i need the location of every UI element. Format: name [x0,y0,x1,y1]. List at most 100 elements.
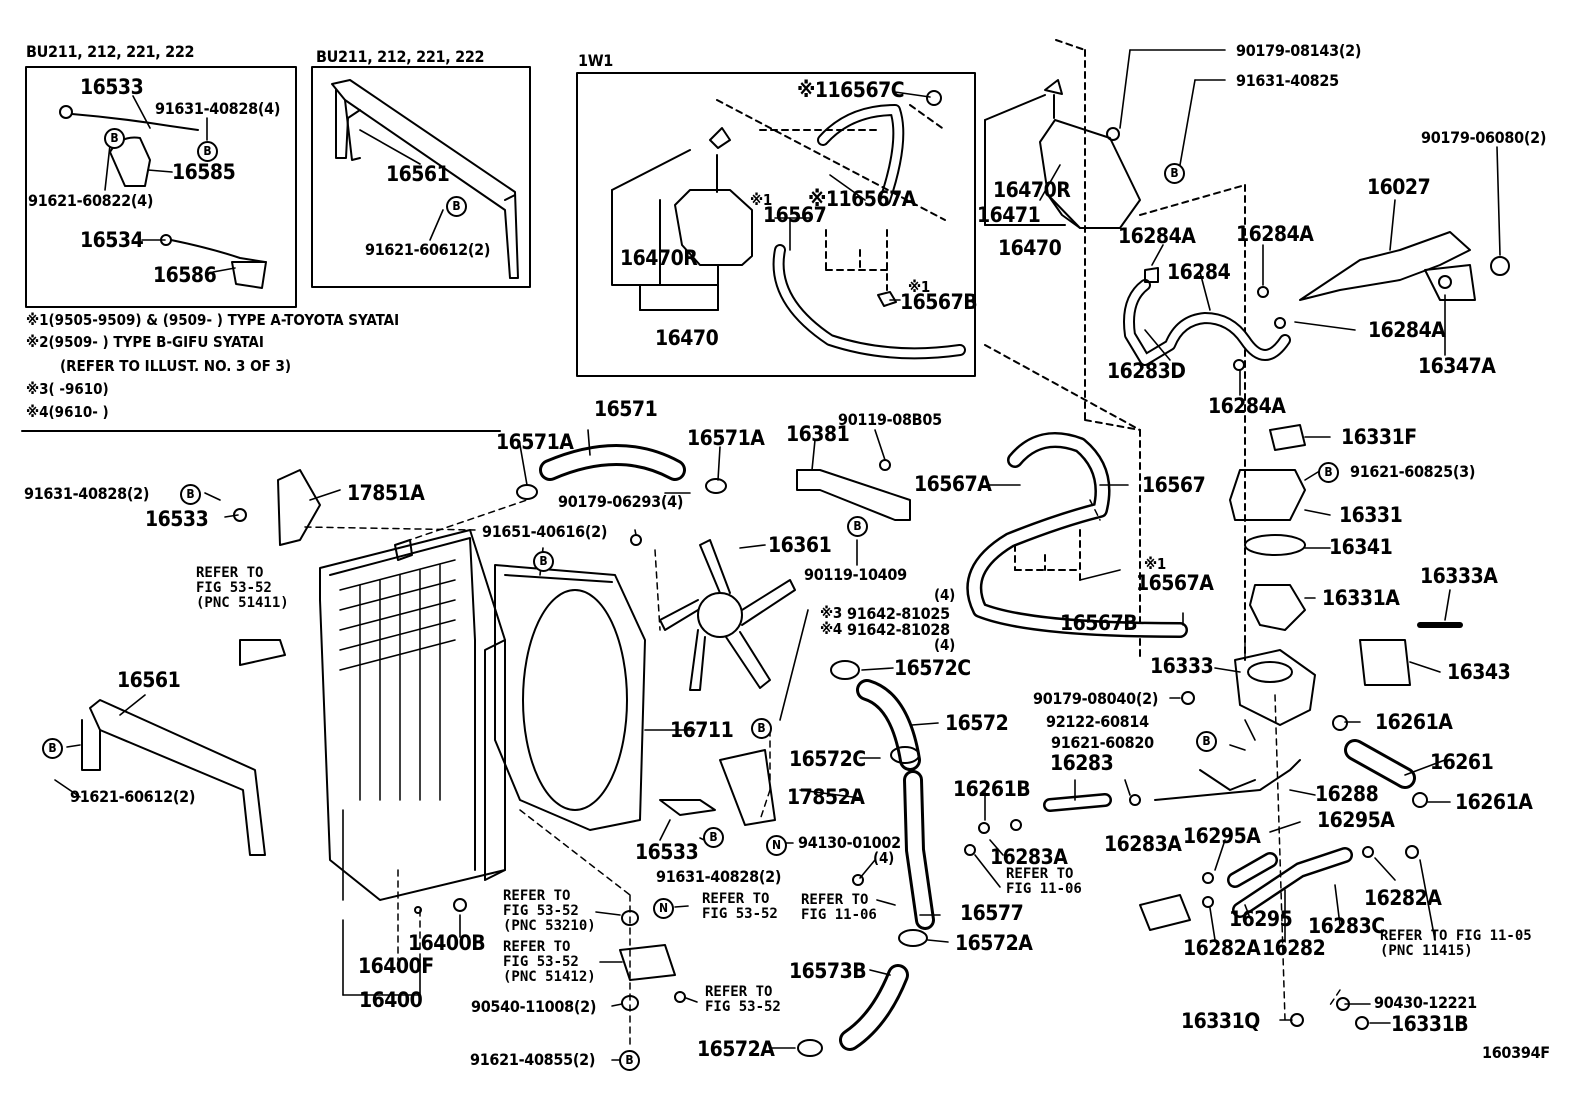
part-label-16711[interactable]: 16711 [670,718,734,742]
part-label-91631-40825[interactable]: 91631-40825 [1236,71,1339,90]
part-label-91631-40828-4[interactable]: 91631-40828(4) [155,99,281,118]
part-label-16470r[interactable]: 16470R [993,178,1071,202]
part-label-91642-81028[interactable]: 91642-81028 [847,620,950,639]
part-label-16282a[interactable]: 16282A [1364,886,1442,910]
part-label-94130-01002[interactable]: 94130-01002 [798,833,901,852]
part-label-90540-11008[interactable]: 90540-11008(2) [471,997,597,1016]
refer-note-53-52[interactable]: REFER TO FIG 53-52 [702,891,778,922]
part-label-16571[interactable]: 16571 [594,397,658,421]
refer-note-53-52-pnc-51412[interactable]: REFER TO FIG 53-52 (PNC 51412) [503,939,596,985]
part-label-16288[interactable]: 16288 [1315,782,1379,806]
part-label-16572c[interactable]: 16572C [894,656,971,680]
part-label-90119-10409[interactable]: 90119-10409 [804,565,907,584]
part-label-16261a[interactable]: 16261A [1375,710,1453,734]
part-label-16573b[interactable]: 16573B [789,959,867,983]
part-label-16567a-right[interactable]: 16567A [1136,571,1214,595]
part-label-16572a[interactable]: 16572A [697,1037,775,1061]
part-label-16283d[interactable]: 16283D [1107,359,1186,383]
part-label-91621-60612-inset[interactable]: 91621-60612(2) [365,240,491,259]
part-label-16471[interactable]: 16471 [977,203,1041,227]
part-label-16470-1w1[interactable]: 16470 [655,326,719,350]
part-label-16283[interactable]: 16283 [1050,751,1114,775]
part-label-16400f[interactable]: 16400F [358,954,434,978]
part-label-16283a[interactable]: 16283A [990,845,1068,869]
part-label-91621-60820[interactable]: 91621-60820 [1051,733,1154,752]
part-label-16381[interactable]: 16381 [786,422,850,446]
part-label-90179-06293[interactable]: 90179-06293(4) [558,492,684,511]
part-label-91642-81025[interactable]: 91642-81025 [847,604,950,623]
part-label-17851a[interactable]: 17851A [347,481,425,505]
part-label-91631-40828-c[interactable]: 91631-40828(2) [656,867,782,886]
part-label-16400[interactable]: 16400 [359,988,423,1012]
part-label-16331q[interactable]: 16331Q [1181,1009,1260,1033]
part-label-16341[interactable]: 16341 [1329,535,1393,559]
part-label-16333[interactable]: 16333 [1150,654,1214,678]
part-label-16567b[interactable]: 16567B [1060,611,1138,635]
part-label-16347a[interactable]: 16347A [1418,354,1496,378]
part-label-91621-60612[interactable]: 91621-60612(2) [70,787,196,806]
part-label-16343[interactable]: 16343 [1447,660,1511,684]
part-label-90179-08143[interactable]: 90179-08143(2) [1236,41,1362,60]
part-label-16283a[interactable]: 16283A [1104,832,1182,856]
part-label-16470r-1w1[interactable]: 16470R [620,246,698,270]
part-label-16282a[interactable]: 16282A [1183,936,1261,960]
part-label-90179-06080[interactable]: 90179-06080(2) [1421,128,1547,147]
part-label-16571a[interactable]: 16571A [687,426,765,450]
part-label-16567b-1w1[interactable]: 16567B [900,290,978,314]
part-label-91631-40828-2[interactable]: 91631-40828(2) [24,484,150,503]
part-label-16567c[interactable]: ※116567C [797,78,905,102]
part-label-16567a-1w1[interactable]: ※116567A [808,187,916,211]
part-label-16567-main[interactable]: 16567 [1142,473,1206,497]
part-label-16295a[interactable]: 16295A [1317,808,1395,832]
part-label-16261b[interactable]: 16261B [953,777,1031,801]
part-label-16400b[interactable]: 16400B [408,931,486,955]
part-label-16561[interactable]: 16561 [117,668,181,692]
part-label-16331b[interactable]: 16331B [1391,1012,1469,1036]
part-label-16331f[interactable]: 16331F [1341,425,1417,449]
part-label-16284a[interactable]: 16284A [1368,318,1446,342]
part-label-16284a[interactable]: 16284A [1118,224,1196,248]
part-label-91621-60822-4[interactable]: 91621-60822(4) [28,191,154,210]
part-label-16577[interactable]: 16577 [960,901,1024,925]
part-label-16571a[interactable]: 16571A [496,430,574,454]
part-label-16567-1w1[interactable]: 16567 [763,203,827,227]
part-label-90179-08040[interactable]: 90179-08040(2) [1033,689,1159,708]
refer-note-53-52-pnc-51411[interactable]: REFER TO FIG 53-52 (PNC 51411) [196,565,289,611]
part-label-16282[interactable]: 16282 [1262,936,1326,960]
refer-note-53-52[interactable]: REFER TO FIG 53-52 [705,984,781,1015]
part-label-90430-12221[interactable]: 90430-12221 [1374,993,1477,1012]
refer-note-11-06[interactable]: REFER TO FIG 11-06 [1006,866,1082,897]
refer-note-53-52-pnc-53210[interactable]: REFER TO FIG 53-52 (PNC 53210) [503,888,596,934]
part-label-16534[interactable]: 16534 [80,228,144,252]
part-label-91621-40855[interactable]: 91621-40855(2) [470,1050,596,1069]
part-label-16261a[interactable]: 16261A [1455,790,1533,814]
part-label-92122-60814[interactable]: 92122-60814 [1046,712,1149,731]
part-label-16284a[interactable]: 16284A [1236,222,1314,246]
part-label-16284[interactable]: 16284 [1167,260,1231,284]
refer-note-11-05[interactable]: REFER TO FIG 11-05 (PNC 11415) [1380,928,1532,959]
part-label-16333a[interactable]: 16333A [1420,564,1498,588]
part-label-16295[interactable]: 16295 [1229,907,1293,931]
part-label-16533-b[interactable]: 16533 [145,507,209,531]
part-label-90119-08b05[interactable]: 90119-08B05 [838,410,942,429]
part-label-16284a[interactable]: 16284A [1208,394,1286,418]
part-label-16261[interactable]: 16261 [1430,750,1494,774]
part-label-16283c[interactable]: 16283C [1308,914,1385,938]
part-label-16361[interactable]: 16361 [768,533,832,557]
part-label-16331[interactable]: 16331 [1339,503,1403,527]
part-label-16533-c[interactable]: 16533 [635,840,699,864]
part-label-16572c[interactable]: 16572C [789,747,866,771]
part-label-16572[interactable]: 16572 [945,711,1009,735]
part-label-16561-inset[interactable]: 16561 [386,162,450,186]
part-label-16027[interactable]: 16027 [1367,175,1431,199]
part-label-16331a[interactable]: 16331A [1322,586,1400,610]
refer-note-11-06[interactable]: REFER TO FIG 11-06 [801,892,877,923]
part-label-16572a[interactable]: 16572A [955,931,1033,955]
part-label-16586[interactable]: 16586 [153,263,217,287]
part-label-16295a[interactable]: 16295A [1183,824,1261,848]
part-label-91651-40616[interactable]: 91651-40616(2) [482,522,608,541]
part-label-16585[interactable]: 16585 [172,160,236,184]
part-label-16533[interactable]: 16533 [80,75,144,99]
part-label-16470[interactable]: 16470 [998,236,1062,260]
part-label-91621-60825[interactable]: 91621-60825(3) [1350,462,1476,481]
